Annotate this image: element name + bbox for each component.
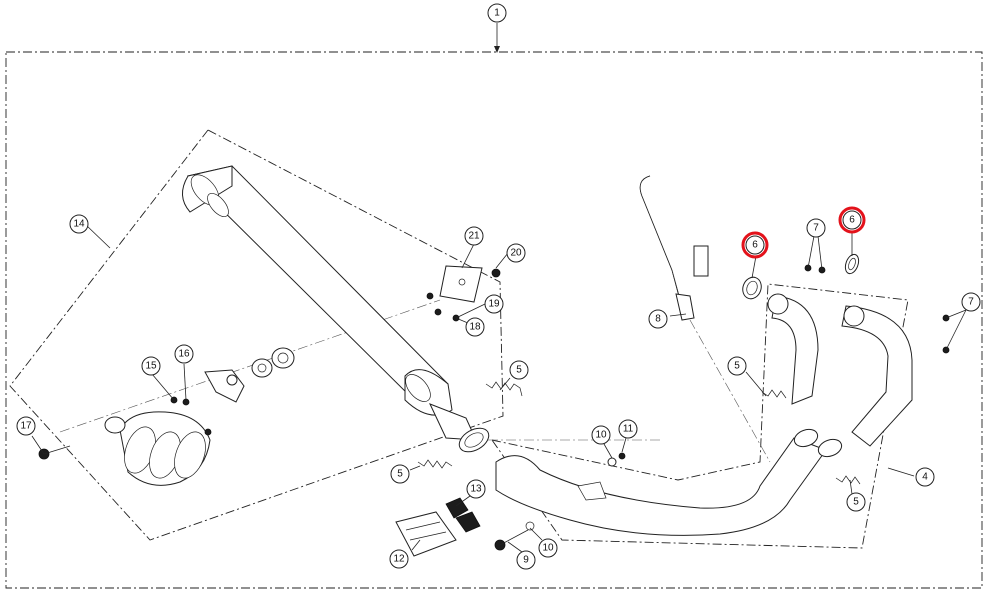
callout-ring [69,214,89,234]
callout-ring [389,549,409,569]
callout-ring [538,538,558,558]
callout-c5b: 5 [390,464,410,484]
gaskets [742,253,860,300]
header-pipes [495,293,913,536]
callout-c8: 8 [648,309,668,329]
callout-ring [465,317,485,337]
callout-c10a: 10 [591,425,611,445]
callout-ring [591,425,611,445]
callout-c16: 16 [174,344,194,364]
callout-number: 4 [922,472,928,483]
callout-c1: 1 [487,3,507,23]
callout-ring [174,344,194,364]
assembly-boundary [5,51,983,589]
sensor-centerline [689,319,771,463]
callout-ring [806,218,826,238]
callout-ring [745,235,765,255]
callout-c15: 15 [141,356,161,376]
callout-c5d: 5 [846,492,866,512]
callout-c17: 17 [16,416,36,436]
callout-ring [487,3,507,23]
callout-number: 10 [542,543,554,554]
callout-number: 19 [488,299,500,310]
callout-ring [915,467,935,487]
callout-number: 6 [752,240,758,251]
callout-c12: 12 [389,549,409,569]
oxygen-sensor [639,175,709,321]
callout-ring [842,210,862,230]
callout-number: 5 [516,365,522,376]
callout-ring [509,360,529,380]
callout-number: 17 [20,421,32,432]
callout-number: 5 [853,497,859,508]
muffler-subassembly-boundary [9,129,504,541]
callout-ring [464,226,484,246]
callout-c19: 19 [484,294,504,314]
callout-c4: 4 [915,467,935,487]
callout-number: 15 [145,361,157,372]
assembly-arrowhead [494,46,500,53]
highlight-ring [838,206,866,234]
callout-ring [484,294,504,314]
callout-ring [516,550,536,570]
heat-shield [395,497,481,557]
callout-c5c: 5 [727,356,747,376]
callout-number: 12 [393,554,405,565]
header-subassembly-boundary [490,283,909,549]
callout-number: 11 [623,424,634,435]
callout-number: 1 [494,8,500,19]
callout-ring [727,356,747,376]
callout-ring [961,292,981,312]
muffler [182,165,490,453]
callout-number: 13 [470,484,482,495]
callout-number: 7 [968,297,974,308]
callout-c6a: 6 [741,231,769,259]
callout-ring [506,243,526,263]
callout-c14: 14 [69,214,89,234]
callout-c10b: 10 [538,538,558,558]
callout-c7b: 7 [961,292,981,312]
callout-c20: 20 [506,243,526,263]
callout-number: 21 [468,231,480,242]
callout-c21: 21 [464,226,484,246]
callout-number: 6 [849,215,855,226]
callout-ring [141,356,161,376]
callout-number: 5 [734,361,740,372]
callout-ring [466,479,486,499]
callout-c5a: 5 [509,360,529,380]
rubber-grommets [251,347,295,378]
callout-c11: 11 [618,419,638,439]
callout-c6b: 6 [838,206,866,234]
callout-c9: 9 [516,550,536,570]
callout-number: 8 [655,314,661,325]
callout-number: 9 [523,555,529,566]
callout-number: 7 [813,223,819,234]
muffler-clamp [38,369,245,486]
leader-lines [31,224,967,553]
callout-ring [618,419,638,439]
callout-number: 10 [595,430,607,441]
hanger-bracket [426,265,501,322]
springs [417,381,861,485]
callout-c7a: 7 [806,218,826,238]
callout-number: 16 [178,349,190,360]
callout-ring [16,416,36,436]
callout-c13: 13 [466,479,486,499]
highlight-ring [741,231,769,259]
callout-ring [846,492,866,512]
callout-ring [648,309,668,329]
callout-number: 5 [397,469,403,480]
muffler-centerline [59,299,441,433]
callout-number: 14 [73,219,85,230]
callout-number: 20 [510,248,522,259]
callout-ring [390,464,410,484]
callout-c18: 18 [465,317,485,337]
callout-number: 18 [469,322,481,333]
fasteners [494,264,950,551]
